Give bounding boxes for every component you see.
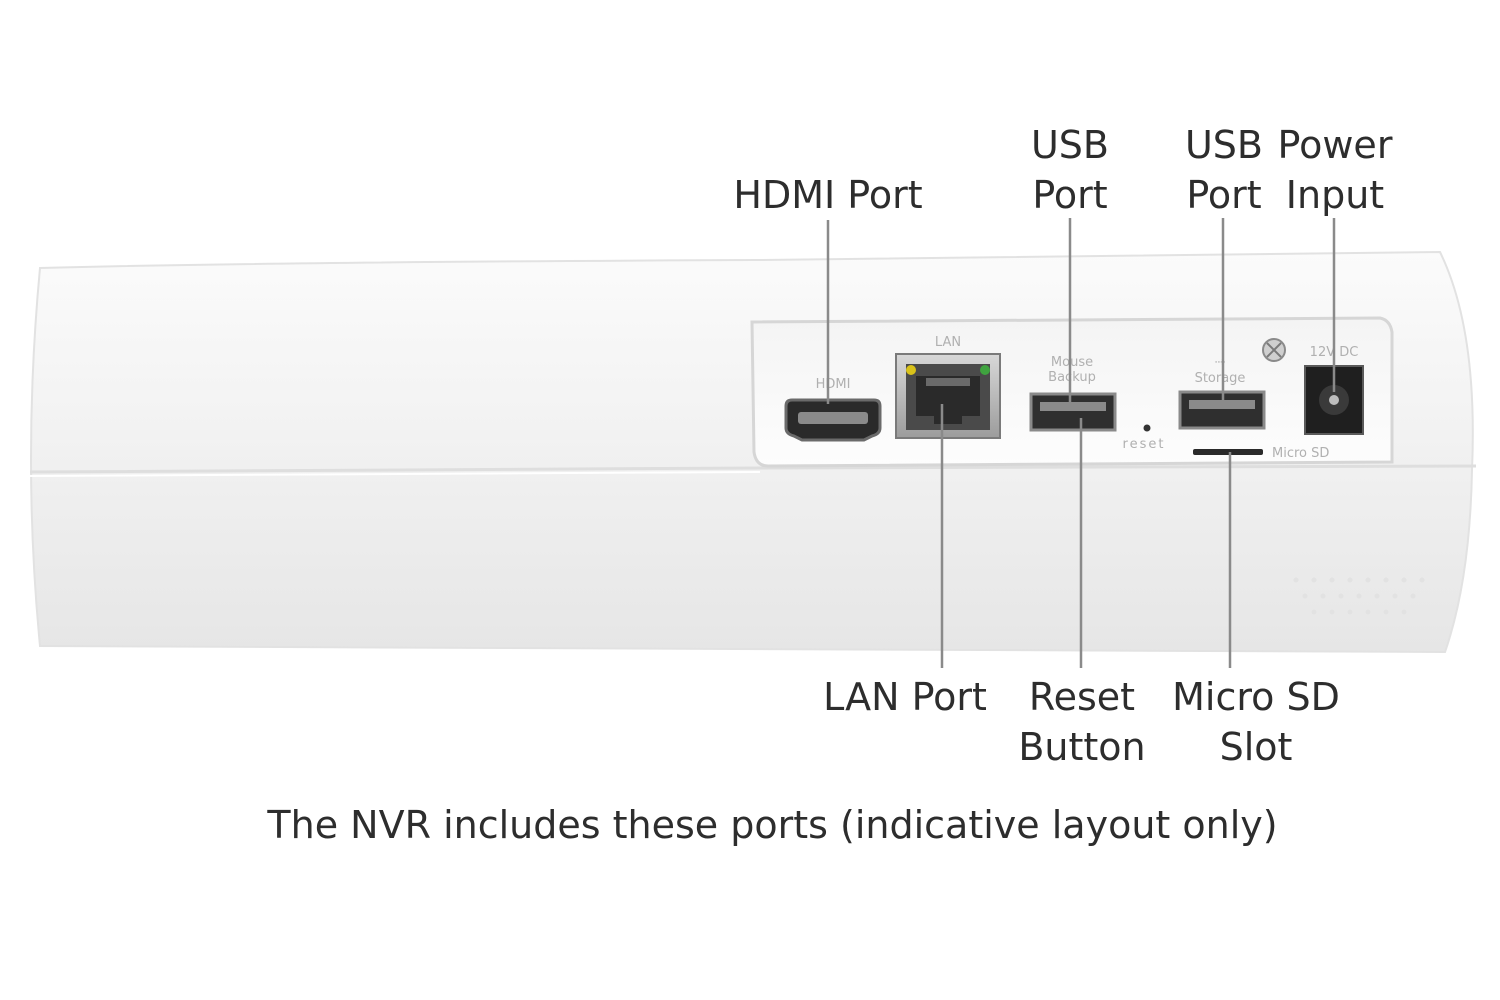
body-seam <box>29 464 1477 474</box>
reset-marking: reset <box>1123 437 1166 452</box>
lan-port-label: LAN Port <box>823 675 987 719</box>
storage-marking: Storage <box>1195 371 1246 386</box>
usb-storage-port-label: USB Port <box>1184 123 1263 217</box>
lan-port: LAN <box>895 335 1001 439</box>
power-input-label: Power Input <box>1277 123 1393 217</box>
lan-led-yellow <box>906 365 916 375</box>
port-panel <box>750 316 1394 468</box>
micro-sd-marking: Micro SD <box>1272 446 1329 461</box>
chassis-screw <box>1262 338 1286 362</box>
reset-button-label: Reset Button <box>1018 675 1146 769</box>
hdmi-marking: HDMI <box>816 377 851 392</box>
reset-hole: reset <box>1123 424 1166 452</box>
lan-marking: LAN <box>935 335 961 350</box>
micro-sd-slot-label: Micro SD Slot <box>1172 675 1340 769</box>
lan-led-green <box>980 365 990 375</box>
leader-lines <box>826 218 1336 668</box>
micro-sd-slot: Micro SD <box>1193 446 1329 461</box>
hdmi-port: HDMI <box>784 377 882 442</box>
diagram-caption: The NVR includes these ports (indicative… <box>267 803 1278 847</box>
usb-mouse-port: Mouse Backup <box>1029 355 1117 432</box>
backup-marking: Backup <box>1048 370 1096 385</box>
svg-text:⇢: ⇢ <box>1215 355 1226 370</box>
usb-mouse-port-label: USB Port <box>1030 123 1109 217</box>
hdmi-port-label: HDMI Port <box>733 173 923 217</box>
speaker-grille <box>1293 577 1425 615</box>
mouse-marking: Mouse <box>1051 355 1093 370</box>
